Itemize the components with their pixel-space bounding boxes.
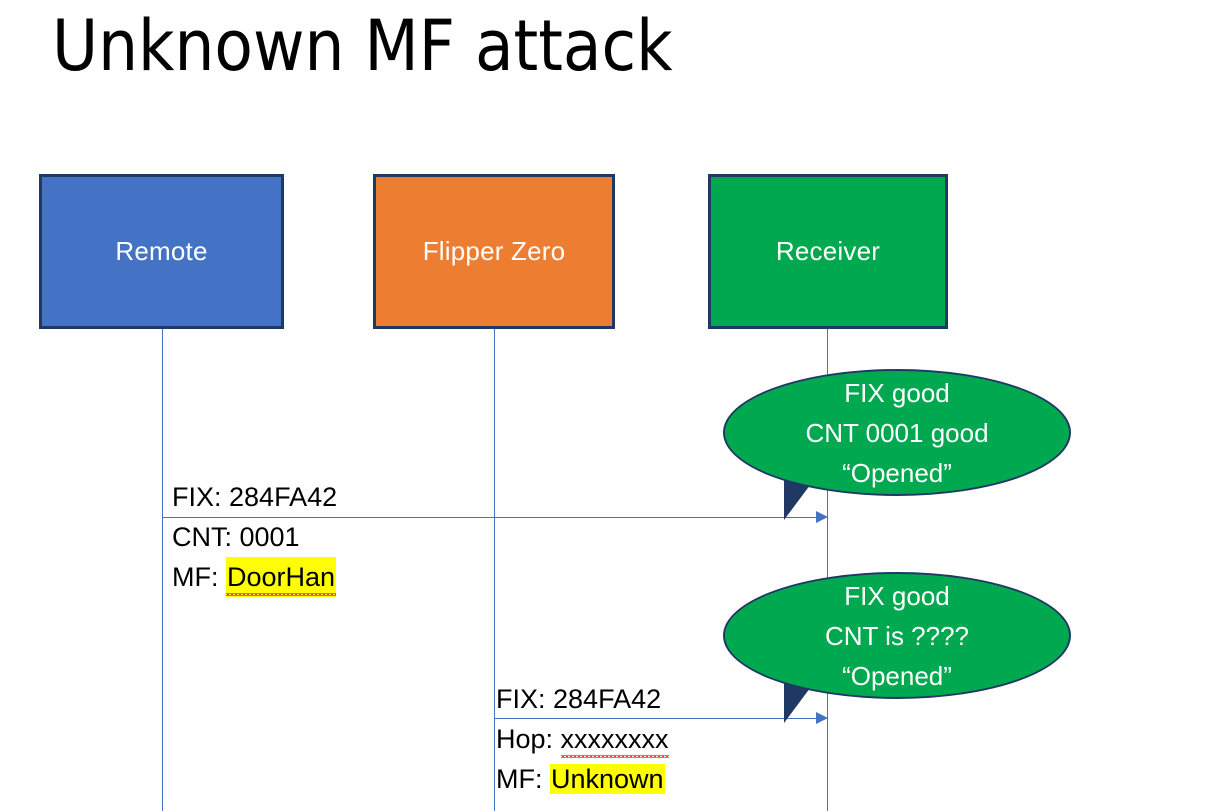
message-line-value-msg2-2: Unknown <box>550 764 665 794</box>
message-line-value-msg2-1: xxxxxxxx <box>560 719 669 759</box>
message-labels-msg1: FIX: 284FA42 CNT: 0001 MF: DoorHan <box>172 477 337 597</box>
lifeline-flipper-zero <box>494 329 495 811</box>
actor-box-remote[interactable]: Remote <box>39 174 284 329</box>
speech-bubble-2-line-2: “Opened” <box>842 660 952 691</box>
actor-box-receiver[interactable]: Receiver <box>708 174 948 329</box>
speech-bubble-1-line-2: “Opened” <box>842 457 952 488</box>
message-line-value-msg1-1: 0001 <box>239 522 300 552</box>
lifeline-remote <box>162 329 163 811</box>
lifeline-receiver <box>827 329 828 811</box>
speech-bubble-1-line-0: FIX good <box>844 377 950 408</box>
message-line-msg1-2: MF: DoorHan <box>172 557 337 597</box>
message-labels-msg2: FIX: 284FA42 Hop: xxxxxxxx MF: Unknown <box>496 679 669 799</box>
speech-bubble-receiver-2[interactable]: FIX good CNT is ???? “Opened” <box>723 572 1071 699</box>
message-line-label-msg1-2: MF: <box>172 562 226 592</box>
message-line-msg2-0: FIX: 284FA42 <box>496 679 669 719</box>
message-arrow-remote-to-receiver <box>162 517 819 518</box>
actor-label-flipper-zero: Flipper Zero <box>422 236 566 266</box>
message-line-label-msg1-1: CNT: <box>172 522 240 552</box>
message-line-value-msg2-0: 284FA42 <box>553 684 662 714</box>
message-arrow-flipper-to-receiver <box>494 718 819 719</box>
message-line-msg1-0: FIX: 284FA42 <box>172 477 337 517</box>
message-line-label-msg2-1: Hop: <box>496 724 561 754</box>
actor-box-flipper-zero[interactable]: Flipper Zero <box>373 174 615 329</box>
speech-bubble-2-line-1: CNT is ???? <box>824 620 970 651</box>
speech-bubble-2-line-0: FIX good <box>844 580 950 611</box>
message-line-label-msg2-0: FIX: <box>496 684 554 714</box>
message-line-msg1-1: CNT: 0001 <box>172 517 337 557</box>
message-line-msg2-1: Hop: xxxxxxxx <box>496 719 669 759</box>
actor-label-remote: Remote <box>115 236 208 266</box>
message-line-msg2-2: MF: Unknown <box>496 759 669 799</box>
message-line-label-msg1-0: FIX: <box>172 482 230 512</box>
speech-bubble-1-line-1: CNT 0001 good <box>805 417 989 448</box>
message-line-label-msg2-2: MF: <box>496 764 550 794</box>
actor-label-receiver: Receiver <box>775 236 881 266</box>
page-title: Unknown MF attack <box>52 5 673 87</box>
speech-bubble-receiver-1[interactable]: FIX good CNT 0001 good “Opened” <box>723 369 1071 496</box>
message-line-value-msg1-0: 284FA42 <box>229 482 338 512</box>
message-line-value-msg1-2: DoorHan <box>226 557 337 597</box>
